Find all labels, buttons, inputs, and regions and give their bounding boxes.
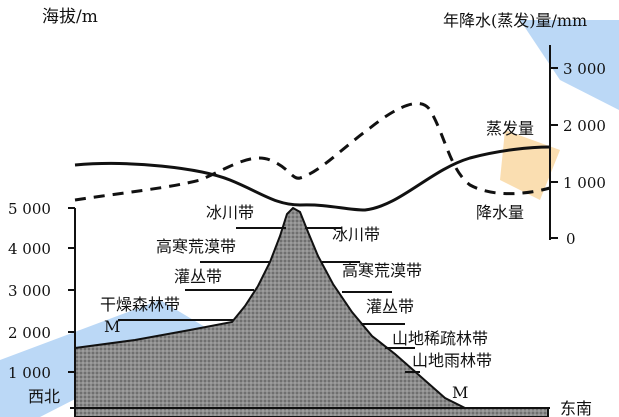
right-zone-alpine-desert: 高寒荒漠带 (342, 261, 422, 280)
left-axis-title: 海拔/m (42, 7, 98, 27)
right-tick-label: 0 (566, 230, 576, 248)
left-tick-label: 3 000 (8, 282, 51, 300)
right-tick-label: 1 000 (563, 174, 606, 192)
precipitation-curve (74, 102, 551, 202)
left-zone-alpine-desert: 高寒荒漠带 (156, 237, 236, 256)
marker-m-right: M (452, 383, 468, 402)
right-axis (549, 45, 558, 240)
right-zone-shrub: 灌丛带 (366, 297, 414, 316)
direction-southeast: 东南 (560, 399, 592, 417)
precipitation-label: 降水量 (476, 203, 524, 222)
right-zone-sparse-forest: 山地稀疏林带 (392, 329, 488, 348)
left-tick-label: 1 000 (8, 364, 51, 382)
left-tick-label: 4 000 (8, 240, 51, 258)
evaporation-label: 蒸发量 (486, 119, 534, 138)
right-zone-lines (305, 227, 420, 373)
left-zone-glacier: 冰川带 (206, 203, 254, 222)
left-zone-dry-forest: 干燥森林带 (100, 295, 180, 314)
direction-northwest: 西北 (28, 387, 60, 406)
right-tick-label: 2 000 (563, 117, 606, 135)
left-zone-shrub: 灌丛带 (174, 267, 222, 286)
right-axis-title: 年降水(蒸发)量/mm (443, 11, 587, 30)
left-axis (68, 207, 76, 408)
right-zone-glacier: 冰川带 (332, 225, 380, 244)
left-zone-lines (118, 227, 286, 321)
left-tick-label: 2 000 (8, 324, 51, 342)
right-zone-rainforest: 山地雨林带 (412, 351, 492, 370)
marker-m-left: M (104, 317, 120, 336)
right-tick-label: 3 000 (563, 60, 606, 78)
evaporation-curve (74, 145, 551, 212)
left-tick-label: 5 000 (8, 200, 51, 218)
